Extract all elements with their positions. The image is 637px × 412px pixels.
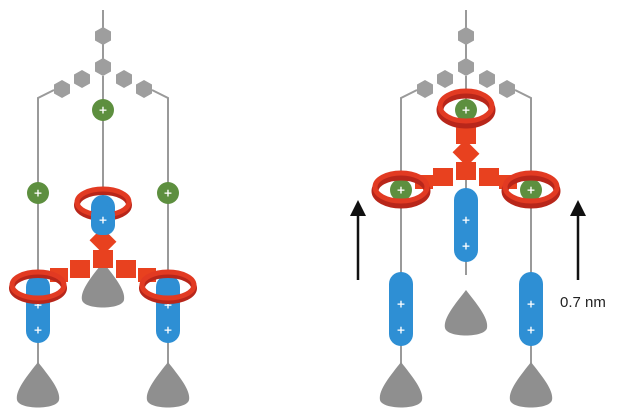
hexagon bbox=[136, 80, 152, 98]
svg-text:+: + bbox=[163, 187, 172, 200]
svg-text:+: + bbox=[163, 324, 172, 337]
green-charge: + bbox=[27, 182, 49, 204]
red-ring bbox=[139, 269, 197, 304]
svg-text:+: + bbox=[396, 324, 405, 337]
svg-text:+: + bbox=[33, 187, 42, 200]
base-anchor bbox=[146, 362, 190, 408]
hexagon bbox=[74, 70, 90, 88]
hexagon bbox=[479, 70, 495, 88]
svg-text:+: + bbox=[396, 298, 405, 311]
blue-capsule: + + bbox=[389, 272, 413, 346]
red-cube bbox=[456, 126, 476, 144]
base-anchor bbox=[509, 362, 553, 408]
red-cube bbox=[456, 162, 476, 180]
distance-label: 0.7 nm bbox=[560, 294, 606, 311]
blue-capsule: + + bbox=[519, 272, 543, 346]
right-blue-capsules: + + + + + + bbox=[389, 188, 543, 346]
blue-capsule: + + bbox=[26, 275, 50, 343]
hexagon bbox=[437, 70, 453, 88]
hexagon bbox=[54, 80, 70, 98]
red-ring bbox=[436, 88, 496, 129]
right-bases bbox=[379, 290, 553, 408]
red-ring bbox=[9, 269, 67, 304]
green-charge: + bbox=[520, 179, 542, 201]
base-anchor bbox=[379, 362, 423, 408]
red-ring bbox=[501, 170, 561, 209]
svg-text:+: + bbox=[461, 104, 470, 117]
svg-text:+: + bbox=[526, 298, 535, 311]
left-ring-platform: + bbox=[9, 186, 197, 304]
svg-text:+: + bbox=[98, 214, 107, 227]
svg-text:+: + bbox=[526, 184, 535, 197]
green-charge: + bbox=[92, 99, 114, 121]
up-arrow-right bbox=[570, 200, 586, 280]
right-ring-platform: + + + bbox=[371, 88, 561, 209]
right-panel: + + + + + + bbox=[350, 10, 606, 408]
base-anchor bbox=[444, 290, 488, 336]
green-charge: + bbox=[390, 179, 412, 201]
left-bases bbox=[16, 262, 190, 408]
svg-text:+: + bbox=[98, 104, 107, 117]
red-cube bbox=[70, 260, 90, 278]
left-green-charges: + + + bbox=[27, 99, 179, 204]
blue-capsule: + + bbox=[454, 188, 478, 262]
red-cube bbox=[452, 139, 480, 167]
hexagon bbox=[95, 27, 111, 45]
hexagon bbox=[417, 80, 433, 98]
base-anchor bbox=[81, 262, 125, 308]
hexagon bbox=[458, 58, 474, 76]
svg-text:+: + bbox=[33, 299, 42, 312]
svg-text:+: + bbox=[33, 324, 42, 337]
svg-text:+: + bbox=[461, 240, 470, 253]
hexagon bbox=[458, 27, 474, 45]
up-arrow-left bbox=[350, 200, 366, 280]
red-cube bbox=[433, 168, 453, 186]
svg-text:+: + bbox=[526, 324, 535, 337]
svg-text:+: + bbox=[461, 214, 470, 227]
red-cube bbox=[479, 168, 499, 186]
red-cube bbox=[89, 227, 117, 255]
left-panel: + + + + + + + bbox=[9, 10, 197, 408]
blue-capsule: + + bbox=[156, 275, 180, 343]
red-cube bbox=[116, 260, 136, 278]
hexagon bbox=[499, 80, 515, 98]
green-charge: + bbox=[455, 99, 477, 121]
green-charge: + bbox=[157, 182, 179, 204]
hexagon bbox=[116, 70, 132, 88]
svg-text:+: + bbox=[396, 184, 405, 197]
hexagon bbox=[95, 58, 111, 76]
red-ring bbox=[371, 170, 431, 209]
svg-text:+: + bbox=[163, 299, 172, 312]
red-cube bbox=[93, 250, 113, 268]
base-anchor bbox=[16, 362, 60, 408]
